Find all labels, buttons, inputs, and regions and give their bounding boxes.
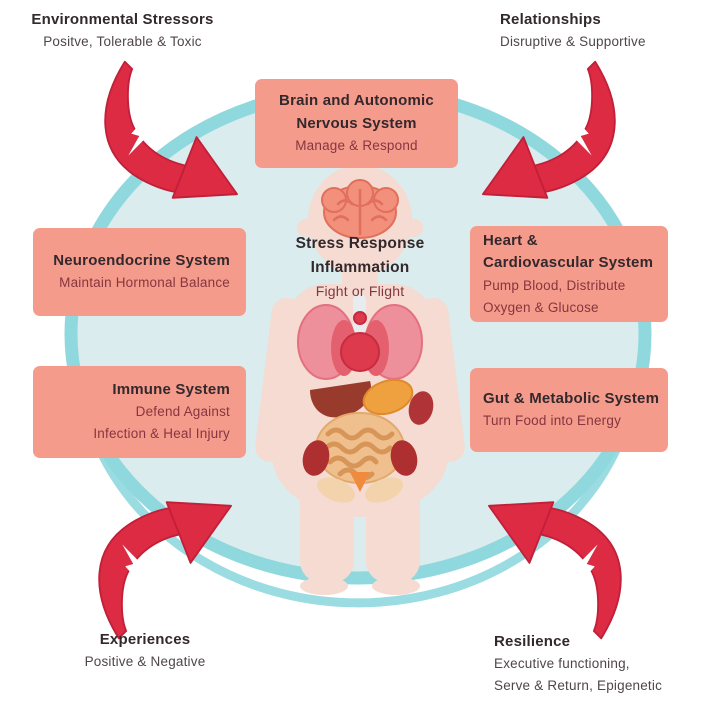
neuroendocrine-box-subtitle: Maintain Hormonal Balance xyxy=(59,275,230,291)
brain-nervous-system-box: Brain and Autonomic Nervous System Manag… xyxy=(255,79,458,168)
heart-box-subtitle-line1: Pump Blood, Distribute xyxy=(483,277,626,293)
heart-box-subtitle-line2: Oxygen & Glucose xyxy=(483,299,599,315)
heart-cardiovascular-system-box: Heart & Cardiovascular System Pump Blood… xyxy=(470,226,668,322)
resilience-subtitle-line2: Serve & Return, Epigenetic xyxy=(494,678,663,694)
heart-box-title-line1: Heart & xyxy=(483,231,538,249)
relationships-subtitle: Disruptive & Supportive xyxy=(500,34,646,50)
brain-icon xyxy=(321,179,399,239)
gut-box-subtitle: Turn Food into Energy xyxy=(483,413,622,429)
center-title-line1: Stress Response xyxy=(295,235,425,252)
curved-arrow-bottom-right-icon xyxy=(488,501,622,640)
liver-icon xyxy=(310,381,372,418)
label-relationships: Relationships Disruptive & Supportive xyxy=(500,8,715,53)
relationships-title: Relationships xyxy=(500,11,601,28)
resilience-title: Resilience xyxy=(494,633,571,650)
environmental-stressors-subtitle: Positve, Tolerable & Toxic xyxy=(43,34,202,50)
neuroendocrine-system-box: Neuroendocrine System Maintain Hormonal … xyxy=(33,228,246,316)
gut-metabolic-system-box: Gut & Metabolic System Turn Food into En… xyxy=(470,368,668,452)
label-resilience: Resilience Executive functioning, Serve … xyxy=(494,630,716,697)
experiences-title: Experiences xyxy=(99,631,191,648)
heart-box-title-line2: Cardiovascular System xyxy=(483,254,654,272)
brain-box-title-line2: Nervous System xyxy=(296,114,417,132)
brain-box-title-line1: Brain and Autonomic xyxy=(279,92,434,110)
stomach-icon xyxy=(362,378,414,416)
label-environmental-stressors: Environmental Stressors Positve, Tolerab… xyxy=(15,8,230,53)
center-title-line2: Inflammation xyxy=(310,259,410,277)
immune-box-subtitle-line1: Defend Against xyxy=(135,404,230,420)
immune-system-box: Immune System Defend Against Infection &… xyxy=(33,366,246,458)
gut-box-title: Gut & Metabolic System xyxy=(483,389,660,407)
trachea-icon xyxy=(353,294,367,336)
immune-box-title: Immune System xyxy=(112,380,230,398)
label-experiences: Experiences Positive & Negative xyxy=(45,628,245,673)
stress-response-center-label: Stress Response Inflammation Fight or Fl… xyxy=(268,232,452,302)
center-subtitle: Fight or Flight xyxy=(315,283,405,300)
heart-icon xyxy=(340,332,380,372)
neuroendocrine-box-title: Neuroendocrine System xyxy=(53,251,230,269)
environmental-stressors-title: Environmental Stressors xyxy=(31,11,214,28)
immune-box-subtitle-line2: Infection & Heal Injury xyxy=(93,426,230,442)
kidneys-icon xyxy=(302,440,418,476)
spleen-icon xyxy=(408,391,434,425)
resilience-subtitle-line1: Executive functioning, xyxy=(494,656,630,672)
brain-box-subtitle: Manage & Respond xyxy=(295,138,418,154)
pelvis-icon xyxy=(317,472,403,503)
experiences-subtitle: Positive & Negative xyxy=(84,654,206,670)
